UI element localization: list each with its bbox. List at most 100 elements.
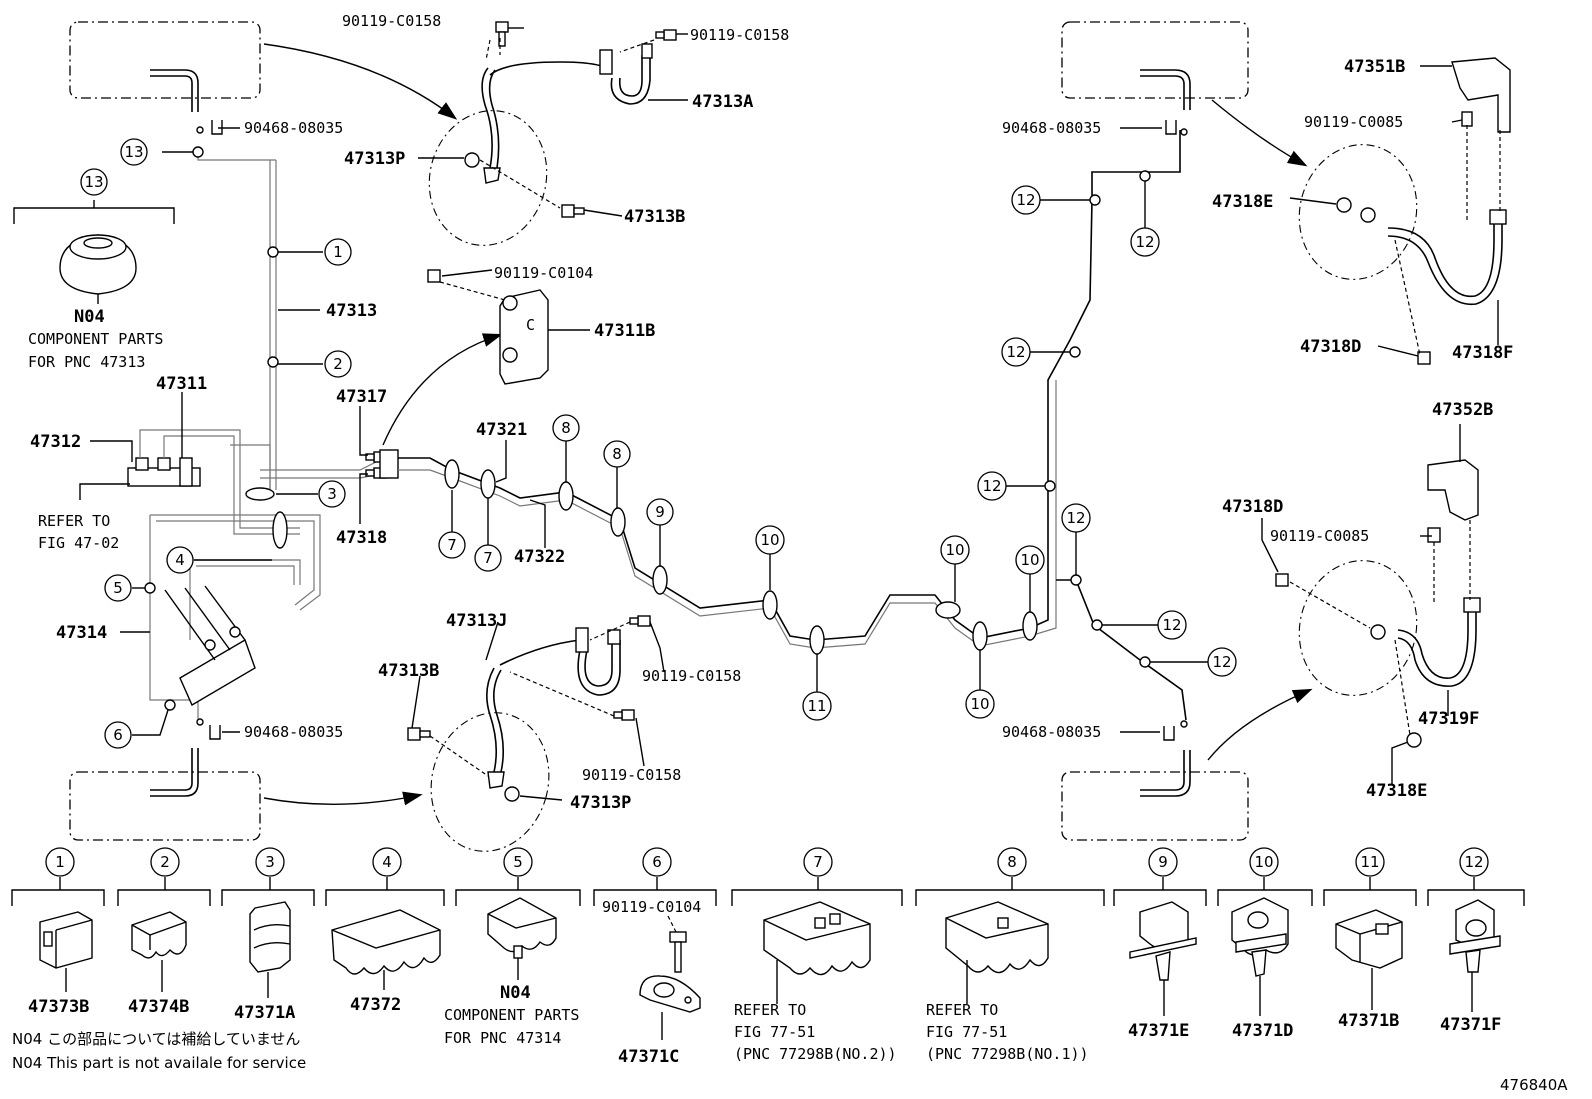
callout-13-a: 13 [124, 143, 143, 161]
clip-47371C-drawing [639, 915, 701, 1013]
clamp-11 [809, 625, 825, 655]
legend-component-parts: COMPONENT PARTS [444, 1006, 579, 1024]
legend-num-5: 5 [513, 853, 523, 871]
callout-11: 11 [807, 697, 826, 715]
legend-num-10: 10 [1254, 853, 1273, 871]
legend-num-8: 8 [1007, 853, 1017, 871]
callout-12c: 12 [1006, 343, 1025, 361]
detail-ellipse-front-left [428, 110, 548, 246]
clip-ref-77298B-no1-drawing [945, 901, 1049, 974]
legend-part-47371D: 47371D [1232, 1021, 1293, 1041]
hose-47313P-bracket-bottom [486, 667, 520, 802]
label-47352B: 47352B [1432, 400, 1493, 420]
callout-8b: 8 [612, 445, 622, 463]
node-12f [1091, 619, 1103, 631]
node-2 [267, 356, 279, 368]
hose-47318F [1336, 197, 1507, 365]
legend-num-4: 4 [382, 853, 392, 871]
legend-num-1: 1 [55, 853, 65, 871]
label-90119-C0158-tl: 90119-C0158 [342, 12, 441, 30]
rear-left-pipe-stub [150, 748, 199, 797]
label-47317: 47317 [336, 387, 387, 407]
legend-part-47371E: 47371E [1128, 1021, 1189, 1041]
legend-refer-to-no1: REFER TO [926, 1001, 998, 1019]
hose-47313P-bracket [464, 67, 501, 184]
bolt-47313B-bottom [407, 727, 431, 741]
detail-ellipse-front-right [1298, 144, 1418, 280]
label-47313B-bottom: 47313B [378, 661, 439, 681]
clip-90468-tl [211, 120, 223, 135]
label-47311B: 47311B [594, 321, 655, 341]
clip-47372-drawing [331, 909, 441, 975]
label-47318D-top: 47318D [1300, 337, 1361, 357]
node-12a [1089, 194, 1101, 206]
label-90468-08035-tl: 90468-08035 [244, 119, 343, 137]
legend-num-3: 3 [265, 853, 275, 871]
arrow-to-47311B [382, 333, 503, 446]
callout-5: 5 [113, 579, 123, 597]
legend-part-47371B: 47371B [1338, 1011, 1399, 1031]
callout-10d: 10 [1020, 551, 1039, 569]
callout-12a: 12 [1016, 191, 1035, 209]
clamp-8a [558, 481, 574, 511]
clamp-3 [245, 487, 275, 501]
legend-num-6: 6 [652, 853, 662, 871]
clip-N04-drawing [487, 897, 557, 959]
callout-4: 4 [175, 551, 185, 569]
callout-10a: 10 [760, 531, 779, 549]
hose-47313A [489, 43, 653, 105]
hose-47319F [1275, 573, 1481, 748]
label-47318E-bottom: 47318E [1366, 781, 1427, 801]
label-47313P-top: 47313P [344, 149, 405, 169]
callout-2: 2 [333, 355, 343, 373]
legend-part-47374B: 47374B [128, 997, 189, 1017]
callout-7b: 7 [483, 549, 493, 567]
clamp-7a [444, 459, 460, 489]
bolt-90119-C0158-tr [655, 29, 677, 41]
label-47318: 47318 [336, 528, 387, 548]
label-47312: 47312 [30, 432, 81, 452]
abs-actuator-47314 [164, 585, 256, 707]
clamp-10b [935, 601, 961, 619]
front-left-pipe-stub [150, 69, 199, 112]
note-english: N04 This part is not availale for servic… [12, 1054, 306, 1072]
label-90468-08035-br: 90468-08035 [1002, 723, 1101, 741]
legend-num-2: 2 [160, 853, 170, 871]
note-japanese: N04 この部品については補給していません [12, 1030, 300, 1048]
label-47313J: 47313J [446, 611, 507, 631]
clip-90468-bl [209, 725, 221, 740]
legend-pnc-77298B-no1: (PNC 77298B(NO.1)) [926, 1045, 1089, 1063]
callout-12b: 12 [1135, 233, 1154, 251]
label-47318F: 47318F [1452, 343, 1513, 363]
label-n04-top: N04 [74, 307, 105, 327]
label-90119-C0085-mid: 90119-C0085 [1270, 527, 1369, 545]
bolt-90119-C0158-rl2 [613, 709, 635, 721]
bracket-47352B [1427, 459, 1479, 543]
label-47318E-top: 47318E [1212, 192, 1273, 212]
callout-circles: 13 13 1 2 3 4 5 6 7 7 8 8 9 10 11 10 10 … [80, 138, 1237, 749]
callout-12f: 12 [1162, 616, 1181, 634]
svg-text:C: C [526, 316, 535, 334]
label-90119-C0158-mid2: 90119-C0158 [582, 766, 681, 784]
clip-ref-77298B-no2-drawing [763, 901, 871, 976]
label-47321: 47321 [476, 420, 527, 440]
legend: 1 2 3 4 5 6 7 8 9 10 11 12 [11, 847, 1525, 1067]
label-90468-08035-tr: 90468-08035 [1002, 119, 1101, 137]
legend-pnc-77298B-no2: (PNC 77298B(NO.2)) [734, 1045, 897, 1063]
node-13 [192, 146, 204, 158]
label-47313B-top: 47313B [624, 207, 685, 227]
clamp-10c [972, 621, 988, 651]
node-12g [1139, 656, 1151, 668]
callout-13-b: 13 [84, 173, 103, 191]
clip-47371A-drawing [249, 901, 291, 973]
legend-part-47372: 47372 [350, 995, 401, 1015]
label-47314: 47314 [56, 623, 107, 643]
label-90468-08035-bl: 90468-08035 [244, 723, 343, 741]
label-47313P-bottom: 47313P [570, 793, 631, 813]
clip-47371D-drawing [1231, 897, 1289, 977]
callout-10c: 10 [970, 695, 989, 713]
legend-fig-77-51-no1: FIG 77-51 [926, 1023, 1007, 1041]
callout-12d: 12 [982, 477, 1001, 495]
node-5 [144, 582, 156, 594]
